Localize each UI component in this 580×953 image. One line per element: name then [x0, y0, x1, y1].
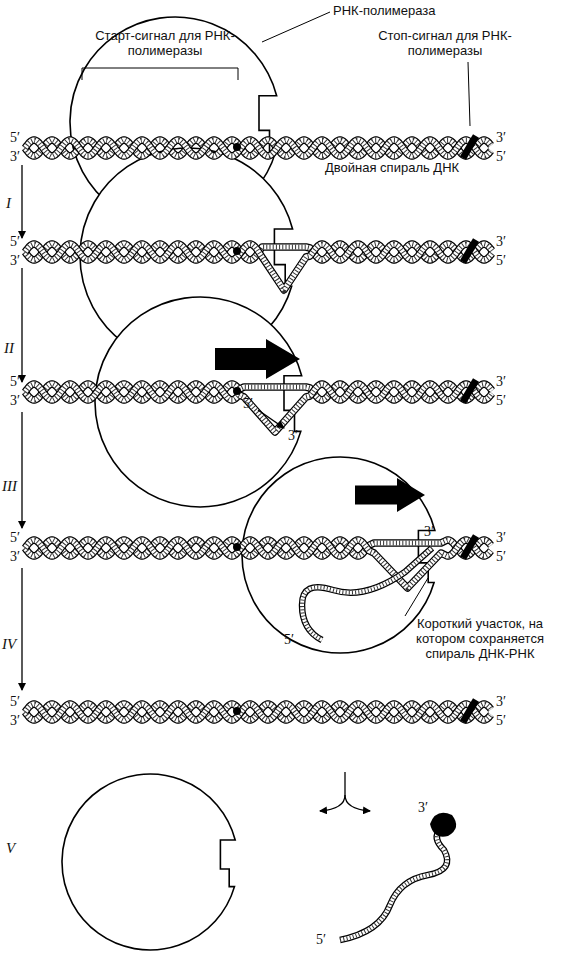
- strand-end: 5′: [10, 130, 20, 145]
- strand-end: 3′: [496, 530, 506, 545]
- start-signal-mark: [233, 543, 241, 551]
- strand-end: 3′: [10, 713, 20, 728]
- strand-end: 5′: [10, 530, 20, 545]
- stop-signal-mark: [463, 240, 476, 262]
- dna-strand: [25, 384, 492, 432]
- strand-end: 3′: [496, 694, 506, 709]
- strand-end: 3′: [10, 149, 20, 164]
- dna-strand: [25, 140, 491, 156]
- dna-strand: [25, 384, 492, 432]
- stop-signal-mark: [463, 136, 476, 158]
- dna-strand: [25, 244, 492, 290]
- start-signal-mark: [233, 387, 241, 395]
- stop-signal-mark: [463, 536, 476, 558]
- part-label: Стоп-сигнал для РНК-полимеразы: [375, 28, 515, 58]
- start-bracket: [82, 68, 238, 80]
- split-arrow: [345, 795, 370, 811]
- stage-number: V: [6, 840, 15, 856]
- strand-end: 3′: [496, 130, 506, 145]
- stop-signal-mark: [463, 380, 476, 402]
- strand-end: 3′: [288, 428, 298, 443]
- strand-end: 5′: [496, 149, 506, 164]
- dna-strand: [25, 384, 492, 432]
- dna-strand: [25, 140, 491, 156]
- strand-end: 3′: [496, 234, 506, 249]
- stop-signal-mark: [463, 700, 476, 722]
- strand-end: 5′: [496, 549, 506, 564]
- stage-arrow: [21, 568, 22, 690]
- start-signal-mark: [233, 247, 241, 255]
- dna-strand: [25, 140, 491, 156]
- dna-strand: [25, 704, 491, 720]
- strand-end: 3′: [10, 253, 20, 268]
- dna-strand: [25, 244, 492, 290]
- strand-end: 3′: [10, 393, 20, 408]
- dna-strand: [25, 244, 492, 290]
- dna-strand: [25, 704, 491, 720]
- dna-strand: [25, 540, 491, 588]
- split-arrow: [344, 772, 345, 795]
- strand-end: 5′: [496, 713, 506, 728]
- stage-number: I: [6, 195, 11, 211]
- rna-strand: [340, 830, 447, 940]
- strand-end: 3′: [10, 549, 20, 564]
- strand-end: 3′: [424, 524, 434, 539]
- dna-strand: [25, 140, 491, 156]
- movement-arrow: [215, 339, 300, 379]
- stage-number: III: [2, 478, 17, 494]
- rna-polymerase: [62, 774, 235, 950]
- dna-strand: [25, 704, 491, 720]
- leader-line: [405, 578, 428, 616]
- leader-line: [468, 62, 470, 126]
- dna-strand: [25, 140, 491, 156]
- dna-strand: [25, 704, 491, 720]
- stage-number: II: [4, 340, 14, 356]
- strand-end: 5′: [10, 374, 20, 389]
- rna-growth-arrow: [258, 410, 284, 428]
- stage-number: IV: [2, 636, 16, 652]
- dna-strand: [25, 140, 491, 156]
- strand-end: 5′: [284, 632, 294, 647]
- stage-arrow: [21, 268, 22, 382]
- rna-3-end: [430, 813, 456, 837]
- start-signal-mark: [233, 143, 241, 151]
- leader-line: [262, 12, 330, 42]
- dna-strand: [25, 540, 491, 588]
- part-label: Старт-сигнал для РНК-полимеразы: [95, 28, 235, 58]
- rna-strand: [302, 548, 432, 640]
- strand-end: 3′: [418, 800, 428, 815]
- rna-strand: [302, 548, 432, 640]
- rna-strand: [340, 830, 447, 940]
- start-signal-mark: [233, 707, 241, 715]
- part-label: РНК-полимераза: [333, 3, 463, 18]
- movement-arrow: [355, 478, 425, 512]
- rna-strand: [340, 830, 447, 940]
- dna-strand: [25, 704, 491, 720]
- strand-end: 5′: [496, 393, 506, 408]
- strand-end: 5′: [496, 253, 506, 268]
- strand-end: 3′: [496, 374, 506, 389]
- part-label: Короткий участок, на котором сохраняется…: [395, 616, 565, 661]
- strand-end: 5′: [10, 694, 20, 709]
- split-arrow: [320, 795, 345, 811]
- strand-end: 5′: [316, 932, 326, 947]
- rna-strand: [302, 548, 432, 640]
- dna-strand: [25, 704, 491, 720]
- dna-strand: [25, 540, 491, 588]
- part-label: Двойная спираль ДНК: [325, 160, 495, 175]
- strand-end: 5′: [243, 396, 253, 411]
- strand-end: 5′: [10, 234, 20, 249]
- stage-arrow: [21, 412, 22, 528]
- stage-arrow: [21, 165, 22, 238]
